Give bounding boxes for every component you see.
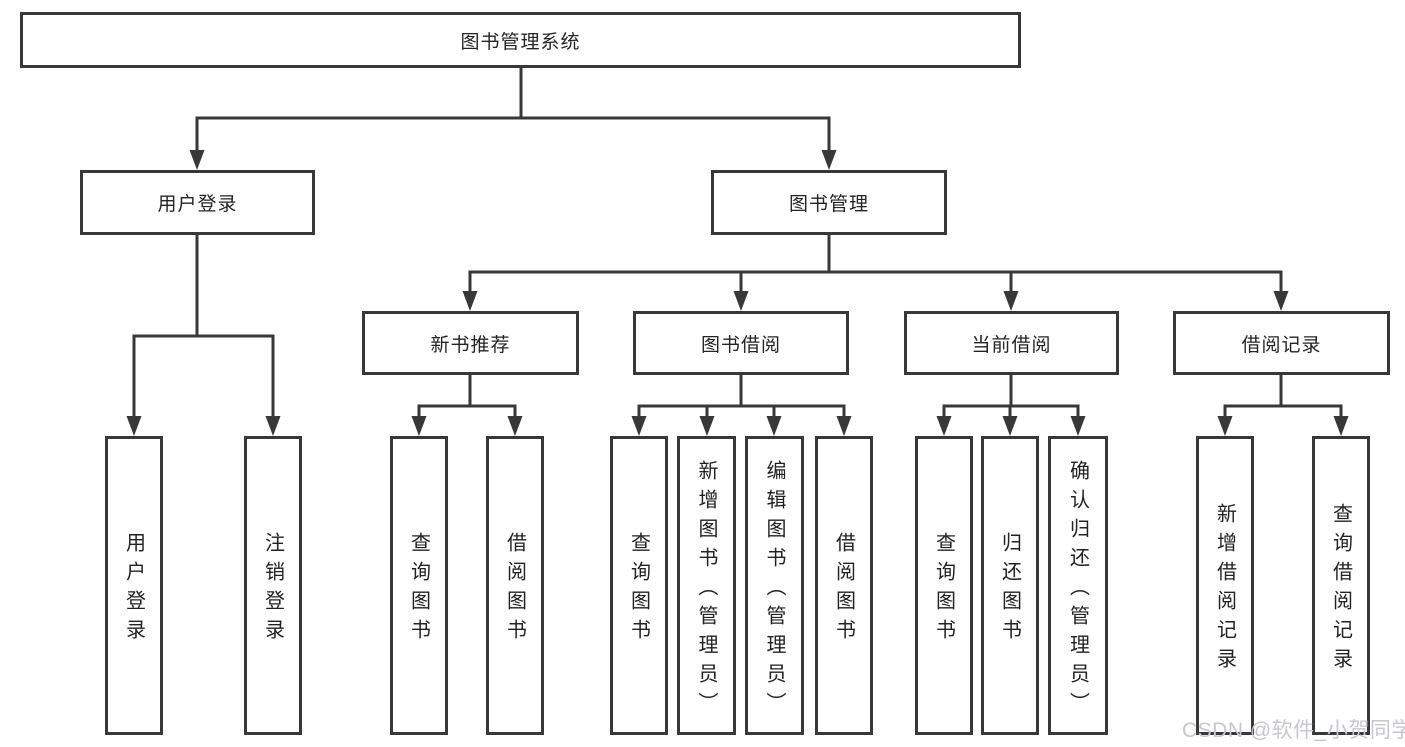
node-borrow-records: 借阅记录 (1173, 311, 1390, 375)
node-book-management-label: 图书管理 (788, 194, 869, 215)
leaf-borrow-books-label: 借阅图书 (832, 532, 855, 648)
node-book-management: 图书管理 (711, 170, 947, 235)
leaf-recommend-query-books: 查询图书 (390, 436, 448, 735)
node-root: 图书管理系统 (20, 12, 1021, 68)
leaf-confirm-return-admin: 确认归还（管理员） (1048, 436, 1108, 735)
leaf-borrow-query-books-label: 查询图书 (627, 532, 650, 648)
root-to-level2-connector (195, 68, 831, 152)
borrow-to-leaves-connector (637, 375, 846, 418)
node-borrow-records-label: 借阅记录 (1241, 334, 1322, 356)
leaf-edit-book-admin: 编辑图书（管理员） (745, 436, 804, 735)
node-book-borrow-label: 图书借阅 (700, 334, 781, 356)
leaf-query-borrow-record: 查询借阅记录 (1312, 436, 1370, 735)
node-user-login: 用户登录 (80, 170, 315, 235)
leaf-borrow-books: 借阅图书 (815, 436, 873, 735)
leaf-add-book-admin-label: 新增图书（管理员） (695, 459, 717, 721)
leaf-add-book-admin: 新增图书（管理员） (677, 436, 736, 735)
csdn-watermark: CSDN @软件_小贺同学 (1182, 719, 1405, 742)
current-to-leaves-connector (942, 375, 1080, 418)
leaf-logout: 注销登录 (244, 436, 302, 735)
node-root-label: 图书管理系统 (460, 31, 581, 53)
leaf-return-book: 归还图书 (981, 436, 1039, 735)
login-to-leaves-connector (132, 235, 275, 418)
node-current-borrow: 当前借阅 (904, 311, 1119, 375)
node-new-book-recommend-label: 新书推荐 (430, 334, 511, 356)
leaf-recommend-borrow-books-label: 借阅图书 (503, 532, 526, 648)
leaf-logout-label: 注销登录 (261, 532, 284, 648)
leaf-user-login: 用户登录 (105, 436, 163, 735)
leaf-user-login-label: 用户登录 (122, 532, 145, 648)
leaf-add-borrow-record-label: 新增借阅记录 (1213, 503, 1236, 677)
leaf-recommend-query-books-label: 查询图书 (407, 532, 430, 648)
leaf-return-book-label: 归还图书 (998, 532, 1021, 648)
node-user-login-label: 用户登录 (157, 194, 238, 215)
node-new-book-recommend: 新书推荐 (362, 311, 579, 375)
leaf-borrow-query-books: 查询图书 (610, 436, 668, 735)
management-to-level3-connector (468, 235, 1283, 293)
leaf-current-query-books: 查询图书 (915, 436, 973, 735)
records-to-leaves-connector (1223, 375, 1343, 418)
recommend-to-leaves-connector (417, 375, 517, 418)
leaf-current-query-books-label: 查询图书 (932, 532, 955, 648)
leaf-add-borrow-record: 新增借阅记录 (1196, 436, 1254, 735)
node-current-borrow-label: 当前借阅 (971, 334, 1052, 356)
node-book-borrow: 图书借阅 (633, 311, 849, 375)
leaf-query-borrow-record-label: 查询借阅记录 (1329, 503, 1352, 677)
leaf-edit-book-admin-label: 编辑图书（管理员） (763, 459, 785, 721)
leaf-recommend-borrow-books: 借阅图书 (486, 436, 544, 735)
leaf-confirm-return-admin-label: 确认归还（管理员） (1066, 459, 1089, 721)
